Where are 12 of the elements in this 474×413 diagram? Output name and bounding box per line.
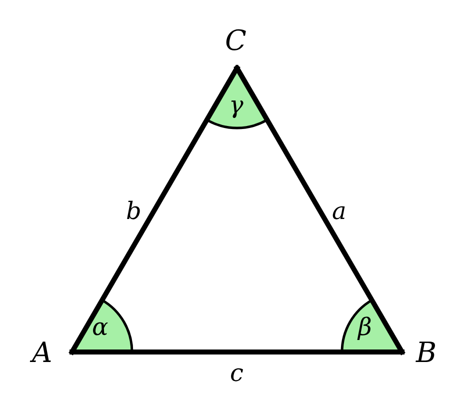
edge-label: b bbox=[126, 198, 142, 224]
vertex-label: A bbox=[32, 338, 52, 368]
triangle-side bbox=[70, 66, 240, 354]
angle-label: β bbox=[358, 314, 372, 340]
triangle-side bbox=[70, 350, 404, 354]
angle-label: γ bbox=[229, 92, 244, 118]
edge-label: c bbox=[230, 360, 244, 386]
vertex-label: B bbox=[416, 338, 437, 368]
vertex-label: C bbox=[225, 26, 246, 56]
edge-label: a bbox=[332, 198, 346, 224]
triangle-side bbox=[234, 66, 404, 354]
angle-label: α bbox=[92, 314, 108, 340]
